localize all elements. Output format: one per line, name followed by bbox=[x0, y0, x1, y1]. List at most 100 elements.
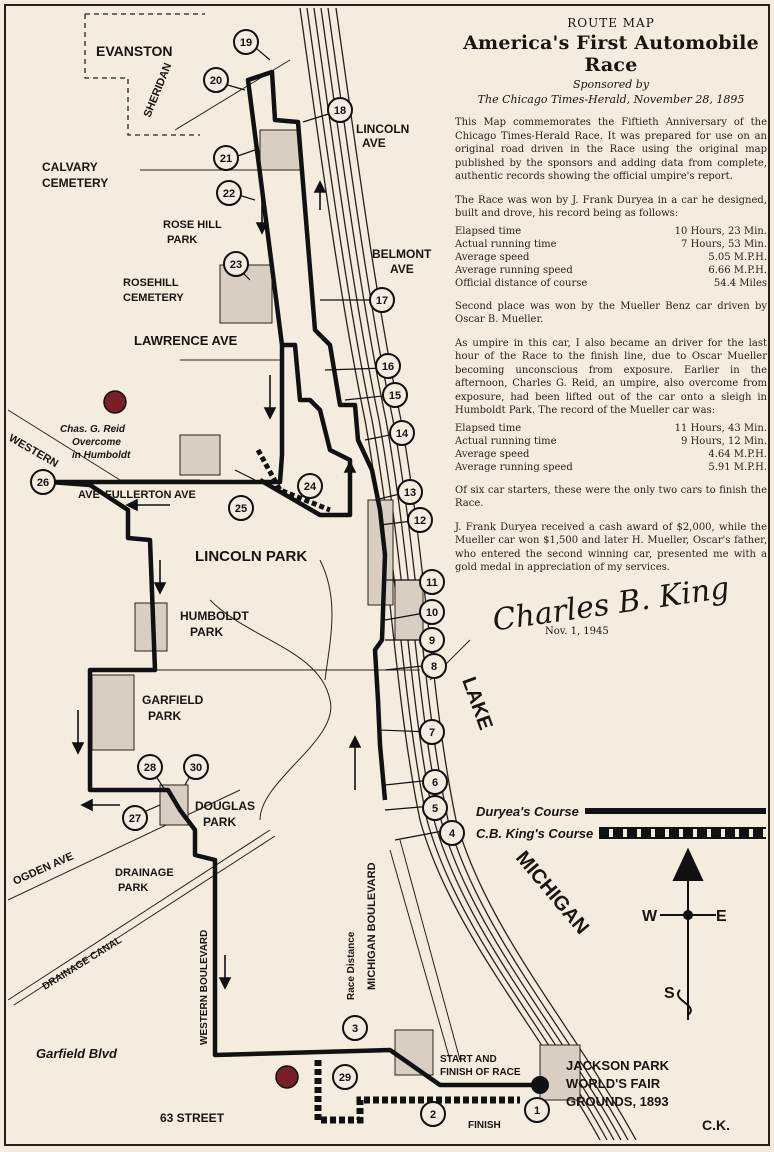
label-rosehill-park: PARK bbox=[167, 234, 197, 246]
checkpoint-29 bbox=[332, 1064, 358, 1090]
route-king bbox=[314, 1060, 520, 1124]
award-paragraph: J. Frank Duryea received a cash award of… bbox=[455, 521, 767, 574]
finishers-paragraph: Of six car starters, these were the only… bbox=[455, 484, 767, 510]
checkpoint-label: 19 bbox=[240, 37, 252, 49]
label-rosehill-cem2: CEMETERY bbox=[123, 292, 184, 304]
label-belmont: BELMONT bbox=[372, 247, 432, 261]
checkpoint-label: 8 bbox=[431, 661, 437, 673]
winner-paragraph: The Race was won by J. Frank Duryea in a… bbox=[455, 194, 767, 220]
checkpoint-label: 30 bbox=[190, 762, 202, 774]
checkpoint-numbers: 1 2 3 4 5 6 7 8 9 10 11 12 13 14 15 16 1… bbox=[37, 37, 540, 1121]
route-legend: Duryea's Course C.B. King's Course bbox=[476, 800, 766, 844]
description-panel: ROUTE MAP America's First Automobile Rac… bbox=[455, 14, 767, 638]
checkpoint-3 bbox=[342, 1015, 368, 1041]
legend-king-line bbox=[599, 827, 766, 839]
label-jackson1: JACKSON PARK bbox=[566, 1058, 670, 1073]
compass-west: W bbox=[642, 908, 658, 925]
label-ck: C.K. bbox=[702, 1117, 730, 1133]
label-start: START AND bbox=[440, 1054, 497, 1065]
compass-rose bbox=[660, 847, 716, 1020]
checkpoint-14 bbox=[389, 420, 415, 446]
label-lake: LAKE bbox=[457, 674, 496, 733]
label-belmont2: AVE bbox=[390, 262, 414, 276]
label-garfield-blvd: Garfield Blvd bbox=[36, 1046, 118, 1061]
legend-duryea-line bbox=[584, 808, 766, 814]
label-western-ave2: AVE bbox=[78, 489, 100, 501]
checkpoint-26 bbox=[30, 469, 56, 495]
checkpoint-label: 27 bbox=[129, 813, 141, 825]
checkpoint-10 bbox=[419, 599, 445, 625]
label-michigan: MICHIGAN bbox=[511, 847, 593, 939]
checkpoint-20 bbox=[203, 67, 229, 93]
label-drainage-park: PARK bbox=[118, 882, 148, 894]
second-place-paragraph: Second place was won by the Mueller Benz… bbox=[455, 300, 767, 326]
checkpoint-18 bbox=[327, 97, 353, 123]
checkpoint-4 bbox=[439, 820, 465, 846]
checkpoint-19 bbox=[233, 29, 259, 55]
checkpoint-9 bbox=[419, 627, 445, 653]
umpire-paragraph: As umpire in this car, I also became an … bbox=[455, 337, 767, 417]
checkpoint-label: 7 bbox=[429, 727, 435, 739]
checkpoint-24 bbox=[297, 473, 323, 499]
label-rosehill: ROSE HILL bbox=[163, 219, 222, 231]
direction-arrows bbox=[71, 180, 362, 990]
label-lincoln-park: LINCOLN PARK bbox=[195, 548, 307, 565]
sponsor-line: The Chicago Times-Herald, November 28, 1… bbox=[477, 93, 745, 106]
label-jackson3: GROUNDS, 1893 bbox=[566, 1094, 669, 1109]
route-king-lakeshore bbox=[255, 448, 331, 513]
label-63-street: 63 STREET bbox=[160, 1111, 225, 1125]
checkpoint-label: 9 bbox=[429, 635, 435, 647]
checkpoint-label: 23 bbox=[230, 259, 242, 271]
checkpoint-8 bbox=[421, 653, 447, 679]
checkpoint-6 bbox=[422, 769, 448, 795]
label-fullerton: FULLERTON AVE bbox=[105, 489, 196, 501]
checkpoint-label: 22 bbox=[223, 188, 235, 200]
checkpoint-label: 14 bbox=[396, 428, 409, 440]
intro-paragraph: This Map commemorates the Fiftieth Anniv… bbox=[455, 117, 767, 182]
checkpoint-5 bbox=[422, 795, 448, 821]
checkpoint-label: 15 bbox=[389, 390, 401, 402]
checkpoint-label: 17 bbox=[376, 295, 388, 307]
label-race-dist: Race Distance bbox=[346, 931, 357, 1000]
label-reid3: in Humboldt bbox=[72, 450, 131, 461]
label-reid2: Overcome bbox=[72, 437, 121, 448]
label-reid: Chas. G. Reid bbox=[60, 424, 126, 435]
checkpoint-12 bbox=[407, 507, 433, 533]
checkpoint-label: 5 bbox=[432, 803, 438, 815]
label-finish: FINISH bbox=[468, 1120, 501, 1131]
legend-duryea-label: Duryea's Course bbox=[476, 803, 579, 819]
checkpoint-label: 12 bbox=[414, 515, 426, 527]
checkpoints bbox=[30, 29, 550, 1127]
label-humboldt-park: PARK bbox=[190, 625, 223, 639]
map-title: America's First Automobile Race bbox=[463, 32, 759, 76]
compass-east: E bbox=[716, 908, 727, 925]
label-garfield-park: PARK bbox=[148, 709, 181, 723]
label-calvary: CALVARY bbox=[42, 160, 98, 174]
checkpoint-28 bbox=[137, 754, 163, 780]
label-cemetery: CEMETERY bbox=[42, 176, 108, 190]
checkpoint-label: 28 bbox=[144, 762, 156, 774]
label-jackson2: WORLD'S FAIR bbox=[566, 1076, 661, 1091]
checkpoint-label: 6 bbox=[432, 777, 438, 789]
label-humboldt: HUMBOLDT bbox=[180, 609, 249, 623]
label-canal: DRAINAGE CANAL bbox=[41, 935, 124, 993]
map-border bbox=[4, 4, 770, 1146]
checkpoint-1 bbox=[524, 1097, 550, 1123]
label-douglas-park: PARK bbox=[203, 815, 236, 829]
reid-marker bbox=[103, 390, 127, 414]
checkpoint-label: 16 bbox=[382, 361, 394, 373]
label-garfield: GARFIELD bbox=[142, 693, 204, 707]
signature-date: Nov. 1, 1945 bbox=[545, 625, 609, 637]
legend-king: C.B. King's Course bbox=[476, 822, 766, 844]
checkpoint-17 bbox=[369, 287, 395, 313]
checkpoint-25 bbox=[228, 495, 254, 521]
